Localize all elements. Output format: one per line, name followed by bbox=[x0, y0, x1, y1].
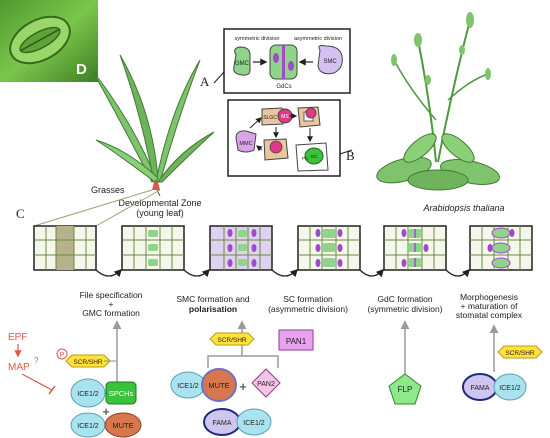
connector-a bbox=[213, 71, 225, 84]
map-inhibition bbox=[21, 373, 53, 391]
pan2-label: PAN2 bbox=[257, 381, 275, 388]
mute-label-2: MUTE bbox=[208, 381, 229, 390]
ice-node-4 bbox=[493, 373, 527, 401]
micrograph-d: D bbox=[0, 0, 98, 82]
stage-5-line3: stomatal complex bbox=[456, 310, 523, 320]
stage-tile-1 bbox=[33, 225, 97, 271]
pan2-node bbox=[251, 368, 281, 398]
stage-tile-6 bbox=[469, 225, 533, 271]
plus-2: + bbox=[239, 379, 247, 394]
stage-1-line3: GMC formation bbox=[82, 308, 140, 318]
panel-label-c: C bbox=[16, 206, 25, 221]
stage-3-line2: (asymmetric division) bbox=[268, 304, 348, 314]
stage-1-line2: + bbox=[109, 299, 114, 309]
ms-label: MS bbox=[281, 114, 289, 120]
scr-shr-label-3: SCR/SHR bbox=[505, 350, 535, 357]
panel-label-a: A bbox=[200, 74, 210, 89]
fama-label-1: FAMA bbox=[212, 420, 231, 427]
zoom-line-right bbox=[95, 189, 161, 227]
panel-b: SLGC MS MMC PC GC bbox=[227, 99, 341, 177]
grass-plant bbox=[91, 54, 215, 190]
epf-label: EPF bbox=[8, 332, 27, 343]
gmc-label: GMC bbox=[235, 61, 250, 67]
ice-label-1a: ICE1/2 bbox=[77, 391, 99, 398]
stage-4-line2: (symmetric division) bbox=[367, 304, 442, 314]
spchs-node bbox=[105, 381, 137, 405]
smc-label: SMC bbox=[323, 59, 337, 65]
mute-label-1: MUTE bbox=[112, 421, 133, 430]
map-label: MAP bbox=[8, 362, 30, 373]
gmc-cell bbox=[233, 46, 251, 76]
symmetric-division-label: symmetric division bbox=[235, 36, 280, 42]
ice-label-1b: ICE1/2 bbox=[77, 423, 99, 430]
stage-2-line1: SMC formation and bbox=[176, 294, 249, 304]
ice-node-3 bbox=[236, 408, 272, 436]
young-leaf-label: (young leaf) bbox=[136, 208, 184, 218]
mute-node-1 bbox=[104, 412, 142, 438]
stage-tile-2 bbox=[121, 225, 185, 271]
stage-2-line2: polarisation bbox=[189, 304, 237, 314]
flp-label: FLP bbox=[398, 385, 413, 394]
ice-label-3: ICE1/2 bbox=[243, 420, 265, 427]
stage-arrows bbox=[95, 268, 471, 278]
stage-tile-3 bbox=[209, 225, 273, 271]
stage-4-line1: GdC formation bbox=[377, 294, 433, 304]
panel-a: symmetric division asymmetric division G… bbox=[223, 28, 351, 94]
scr-shr-badge-2 bbox=[209, 332, 255, 346]
scr-shr-badge-3 bbox=[497, 345, 543, 359]
panel-label-b: B bbox=[346, 148, 355, 163]
gc-label: GC bbox=[311, 154, 319, 159]
stage-3-line1: SC formation bbox=[283, 294, 333, 304]
connector-b bbox=[339, 149, 353, 155]
gdcs-cells bbox=[269, 44, 298, 80]
flp-node bbox=[388, 373, 422, 405]
spchs-label: SPCHs bbox=[109, 389, 134, 398]
scr-shr-label-2: SCR/SHR bbox=[217, 337, 247, 344]
stage-tile-4 bbox=[297, 225, 361, 271]
stage-1-line1: File specification bbox=[80, 290, 143, 300]
developmental-zone-label: Developmental Zone bbox=[118, 198, 201, 208]
stage-5-line2: + maturation of bbox=[461, 301, 519, 311]
plus-1: + bbox=[102, 404, 110, 419]
ice-node-1a bbox=[70, 378, 106, 408]
pc-label: PC bbox=[302, 156, 309, 161]
smc-cell bbox=[317, 45, 343, 75]
mmc-label: MMC bbox=[239, 141, 252, 147]
stage-5-line1: Morphogenesis bbox=[460, 292, 518, 302]
ice-label-4: ICE1/2 bbox=[499, 385, 521, 392]
pan1-node bbox=[278, 329, 314, 351]
scr-shr-label-1: SCR/SHR bbox=[73, 359, 103, 366]
grasses-label: Grasses bbox=[91, 185, 125, 195]
arabidopsis-plant bbox=[376, 12, 500, 191]
gdcs-label: GdCs bbox=[276, 84, 291, 90]
asymmetric-division-label: asymmetric division bbox=[294, 36, 342, 42]
arabidopsis-label: Arabidopsis thaliana bbox=[422, 203, 504, 213]
micrograph-label: D bbox=[76, 61, 87, 78]
map-question: ? bbox=[34, 356, 39, 365]
fama-label-2: FAMA bbox=[470, 385, 489, 392]
zoom-line-left bbox=[33, 189, 153, 227]
phospho-label: P bbox=[60, 352, 65, 359]
mute-node-2 bbox=[201, 368, 237, 402]
pan1-label: PAN1 bbox=[286, 337, 307, 346]
phospho-icon bbox=[56, 348, 68, 360]
ice-label-2: ICE1/2 bbox=[177, 383, 199, 390]
stage-tile-5 bbox=[383, 225, 447, 271]
slgc-label: SLGC bbox=[263, 115, 277, 121]
mmc-cell bbox=[235, 130, 257, 153]
